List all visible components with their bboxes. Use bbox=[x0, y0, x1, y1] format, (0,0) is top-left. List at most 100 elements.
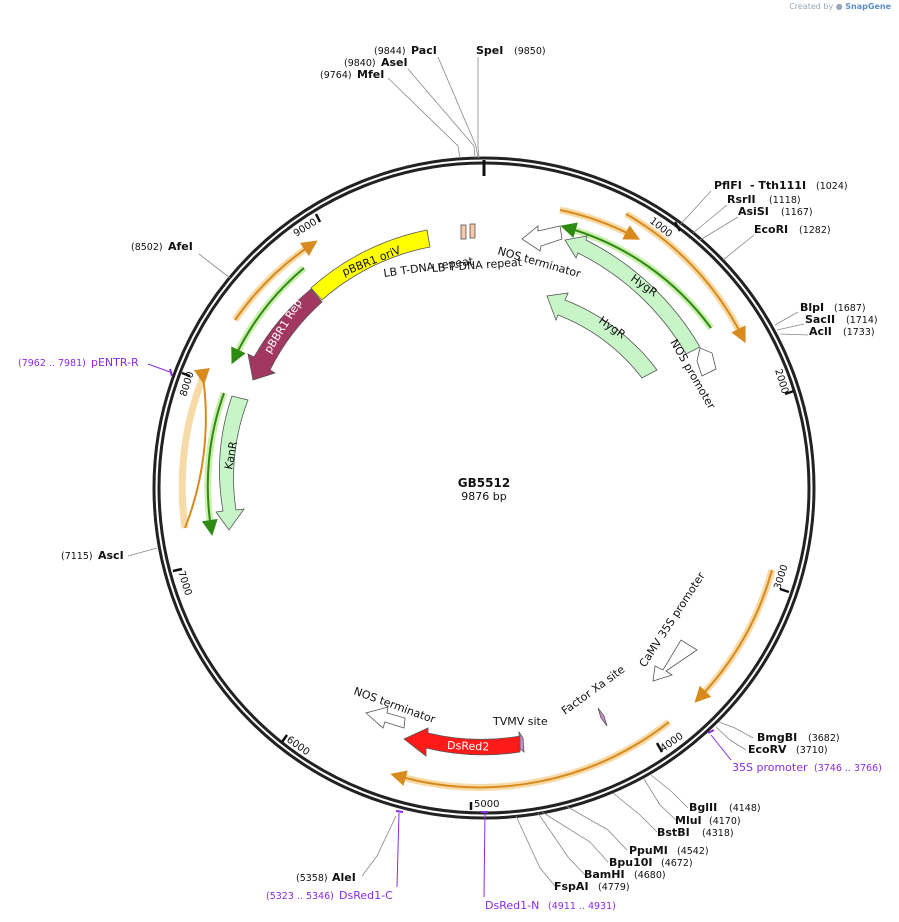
orf-glow-left-1 bbox=[178, 375, 207, 529]
leader-rsrii bbox=[692, 204, 728, 234]
watermark-brand: SnapGene bbox=[845, 2, 891, 11]
orf-top-right-1 bbox=[559, 209, 641, 240]
primer-name-dsred1-c: DsRed1-C bbox=[339, 889, 393, 902]
enzyme-pos-mlui: (4170) bbox=[709, 816, 741, 827]
enzyme-pos-ppumi: (4542) bbox=[677, 846, 709, 857]
orf-bottom bbox=[390, 721, 670, 789]
enzyme-name-acli: AclI bbox=[809, 325, 832, 338]
enzyme-pos-bglii: (4148) bbox=[729, 803, 761, 814]
enzyme-pos-fspai: (4779) bbox=[598, 882, 630, 893]
leader-ecori bbox=[722, 234, 755, 261]
feature-label-lb-repeat-2: LB T-DNA repeat bbox=[431, 256, 523, 275]
primer-range-pentr-r: (7962 .. 7981) bbox=[18, 358, 86, 369]
tick-label-9000: 9000 bbox=[292, 217, 319, 240]
enzyme-pos-blpi: (1687) bbox=[834, 303, 866, 314]
enzyme-name-bpu10i: Bpu10I bbox=[609, 856, 653, 869]
feature-label-dsred2: DsRed2 bbox=[447, 739, 490, 753]
feature-camv-35s bbox=[652, 639, 698, 682]
feature-nos-promoter bbox=[696, 347, 717, 377]
primer-mark-pentr-r bbox=[169, 368, 173, 377]
snapgene-watermark: Created by ● SnapGene bbox=[789, 2, 891, 11]
tick-label-5000: 5000 bbox=[474, 799, 499, 810]
enzyme-name-alei: AleI bbox=[332, 871, 356, 884]
feature-pbbr1-rep bbox=[247, 288, 323, 381]
feature-hygr-inner bbox=[546, 292, 658, 379]
enzyme-pos-ecorv: (3710) bbox=[796, 745, 828, 756]
leader-alei bbox=[361, 815, 397, 877]
enzyme-pos-asisi: (1167) bbox=[781, 207, 813, 218]
feature-lb-repeat-2 bbox=[469, 223, 476, 239]
enzyme-name-pflfi: PflFI bbox=[714, 179, 742, 192]
enzyme-name-asisi: AsiSI bbox=[738, 205, 769, 218]
tick-1000 bbox=[673, 221, 682, 232]
enzyme-pos-paci: (9844) bbox=[374, 46, 406, 57]
enzyme-name-ecorv: EcoRV bbox=[748, 743, 787, 756]
enzyme-name-bamhi: BamHI bbox=[584, 868, 625, 881]
tick-4000 bbox=[655, 742, 664, 753]
enzyme-pos-tth111i: (1024) bbox=[816, 181, 848, 192]
leader-mfei bbox=[387, 77, 461, 159]
leader-paci bbox=[437, 56, 479, 159]
feature-pbbr1-oriv bbox=[310, 229, 431, 301]
primer-mark-35s bbox=[707, 729, 715, 734]
leader-ppumi bbox=[565, 805, 628, 851]
enzyme-pos-afei: (8502) bbox=[131, 242, 163, 253]
backbone-outer bbox=[152, 156, 816, 820]
plasmid-length: 9876 bp bbox=[461, 490, 506, 503]
enzyme-name-blpi: BlpI bbox=[800, 301, 824, 314]
primer-range-35s: (3746 .. 3766) bbox=[814, 763, 882, 774]
orf-top-right-2 bbox=[625, 213, 746, 344]
feature-nos-terminator-bottom bbox=[365, 706, 406, 729]
leader-asisi bbox=[699, 216, 739, 241]
enzyme-name-rsrii: RsrII bbox=[727, 193, 756, 206]
orf-green-left-1 bbox=[231, 267, 305, 365]
enzyme-name-asci: AscI bbox=[98, 549, 124, 562]
feature-kanr bbox=[215, 395, 249, 531]
feature-factor-xa bbox=[597, 707, 608, 727]
enzyme-name-ecori: EcoRI bbox=[754, 223, 788, 236]
leader-asei bbox=[407, 68, 476, 159]
enzyme-pos-ecori: (1282) bbox=[799, 225, 831, 236]
enzyme-name-tth111i: - Tth111I bbox=[750, 179, 806, 192]
enzyme-pos-sacii: (1714) bbox=[846, 315, 878, 326]
leader-acli bbox=[779, 333, 809, 336]
enzyme-name-asei: AseI bbox=[381, 56, 408, 69]
enzyme-name-spei: SpeI bbox=[476, 44, 503, 57]
primer-leader-35s bbox=[710, 734, 732, 761]
enzyme-pos-asei: (9840) bbox=[344, 58, 376, 69]
primer-mark-dsred1-c bbox=[395, 810, 404, 813]
enzyme-pos-bmgbi: (3682) bbox=[808, 733, 840, 744]
orf-glow-right bbox=[697, 569, 776, 700]
leader-blpi bbox=[774, 311, 799, 326]
leader-fspai bbox=[515, 815, 556, 887]
enzyme-name-mfei: MfeI bbox=[357, 68, 384, 81]
enzyme-name-mlui: MluI bbox=[675, 814, 702, 827]
feature-nos-terminator-top bbox=[521, 225, 563, 252]
primer-leader-pentr-r bbox=[147, 363, 171, 373]
feature-lb-repeat-1 bbox=[460, 224, 467, 240]
enzyme-pos-bpu10i: (4672) bbox=[661, 858, 693, 869]
enzyme-name-bglii: BglII bbox=[689, 801, 717, 814]
orf-left-1 bbox=[184, 367, 210, 529]
enzyme-name-paci: PacI bbox=[411, 44, 437, 57]
enzyme-pos-bamhi: (4680) bbox=[634, 870, 666, 881]
enzyme-pos-bstbi: (4318) bbox=[702, 828, 734, 839]
leader-mlui bbox=[643, 778, 678, 822]
tick-label-3000: 3000 bbox=[772, 563, 790, 591]
leader-afei bbox=[198, 253, 231, 279]
leader-spei bbox=[477, 57, 480, 159]
leader-bglii bbox=[650, 774, 689, 809]
watermark-prefix: Created by bbox=[789, 2, 834, 11]
enzyme-name-bmgbi: BmgBI bbox=[757, 731, 797, 744]
primer-name-pentr-r: pENTR-R bbox=[91, 356, 139, 369]
enzyme-name-bstbi: BstBI bbox=[657, 826, 690, 839]
enzyme-pos-mfei: (9764) bbox=[320, 70, 352, 81]
tick-2000 bbox=[784, 389, 795, 396]
primers: (7962 .. 7981) pENTR-R 35S promoter (374… bbox=[18, 356, 882, 912]
leader-sacii bbox=[776, 323, 805, 331]
feature-label-kanr: KanR bbox=[222, 440, 240, 471]
enzyme-pos-asci: (7115) bbox=[61, 551, 93, 562]
tick-7000 bbox=[172, 567, 183, 573]
enzyme-pos-acli: (1733) bbox=[843, 327, 875, 338]
